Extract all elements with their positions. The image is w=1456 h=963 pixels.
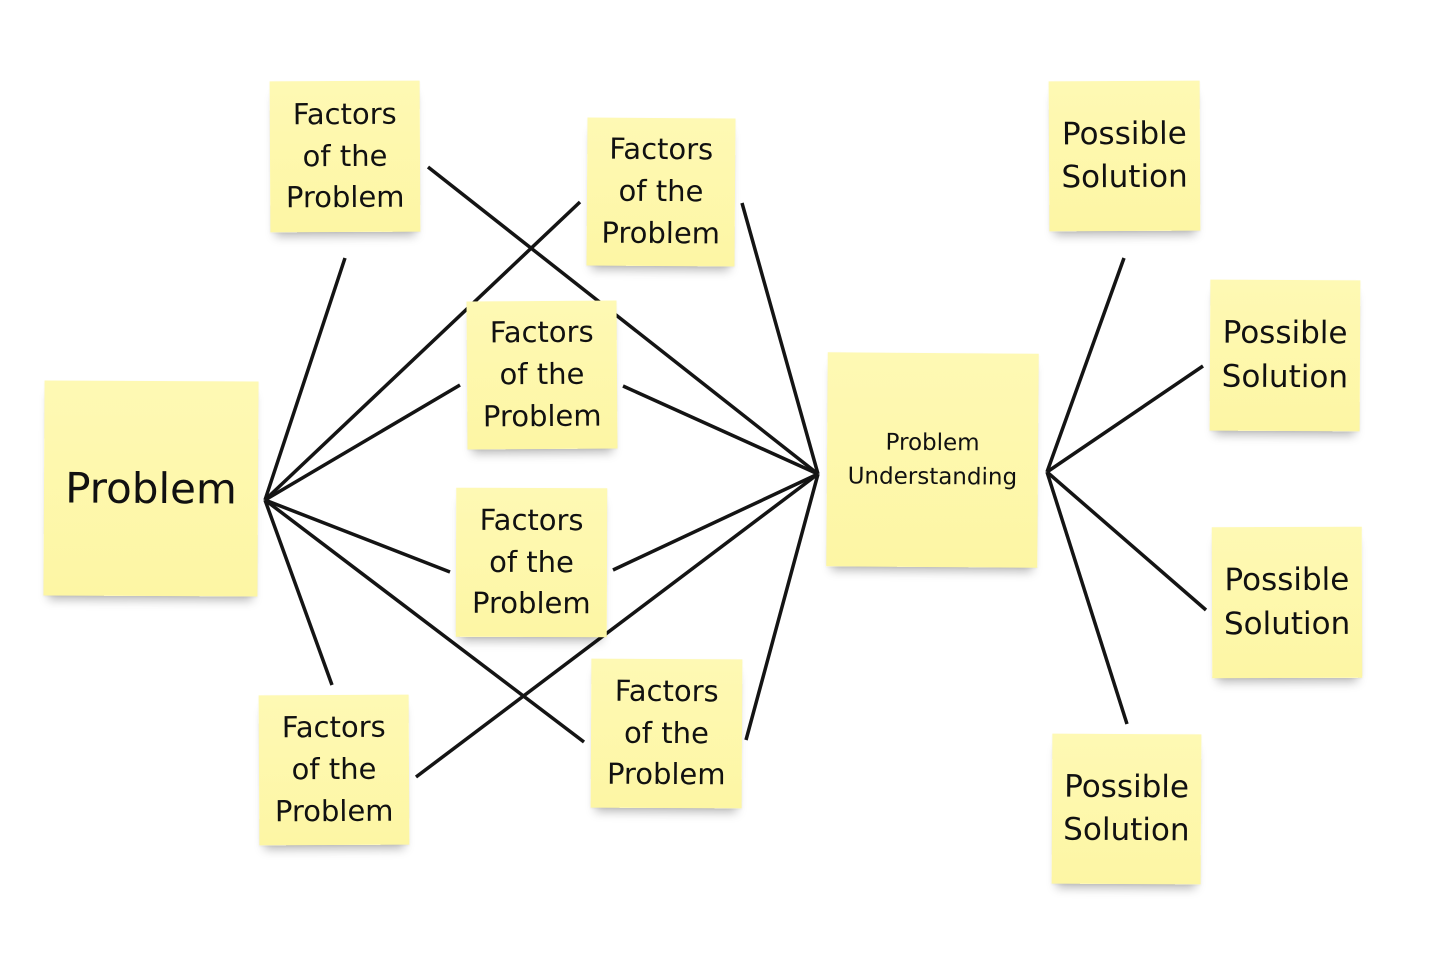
factor-note-bottom-left[interactable]: Factors of the Problem (258, 694, 410, 846)
factor-note-label: Factors of the Problem (601, 132, 721, 251)
connector-factor-middle-lower-understanding (612, 472, 819, 572)
connector-factor-bottom-right-understanding (744, 473, 820, 741)
solution-note-label: Possible Solution (1061, 115, 1188, 196)
solution-note-2[interactable]: Possible Solution (1209, 279, 1361, 432)
problem-understanding-label: Problem Understanding (847, 429, 1018, 491)
connector-factor-top-middle-understanding (740, 202, 820, 475)
connector-problem-factor-top-left (263, 257, 347, 501)
factor-note-label: Factors of the Problem (606, 673, 726, 792)
connector-understanding-solution-4 (1045, 471, 1129, 725)
solution-note-3[interactable]: Possible Solution (1211, 526, 1363, 679)
factor-note-label: Factors of the Problem (285, 96, 405, 215)
factor-note-top-left[interactable]: Factors of the Problem (269, 80, 421, 233)
solution-note-1[interactable]: Possible Solution (1048, 80, 1201, 232)
connector-factor-middle-upper-understanding (622, 384, 819, 476)
problem-note[interactable]: Problem (43, 380, 259, 597)
factor-note-top-middle[interactable]: Factors of the Problem (586, 117, 736, 267)
connector-problem-factor-middle-lower (264, 498, 451, 574)
connector-problem-factor-top-middle (263, 200, 582, 502)
factor-note-bottom-right[interactable]: Factors of the Problem (590, 658, 743, 809)
connector-problem-factor-bottom-right (263, 498, 586, 744)
solution-note-label: Possible Solution (1223, 561, 1351, 642)
connector-factor-top-left-understanding (426, 165, 820, 476)
connector-problem-factor-middle-upper (264, 383, 461, 502)
connector-problem-factor-bottom-left (263, 499, 334, 686)
problem-note-label: Problem (65, 463, 237, 514)
problem-understanding-note[interactable]: Problem Understanding (826, 352, 1039, 568)
factor-note-label: Factors of the Problem (274, 710, 394, 829)
connector-factor-bottom-left-understanding (414, 472, 820, 779)
connector-understanding-solution-3 (1045, 470, 1208, 612)
solution-note-label: Possible Solution (1221, 314, 1349, 395)
factor-note-middle-upper[interactable]: Factors of the Problem (466, 300, 618, 450)
solution-note-label: Possible Solution (1063, 768, 1190, 849)
factor-note-label: Factors of the Problem (472, 502, 591, 621)
solution-note-4[interactable]: Possible Solution (1051, 733, 1202, 885)
connector-understanding-solution-1 (1045, 257, 1126, 473)
connector-understanding-solution-2 (1046, 364, 1204, 474)
factor-note-label: Factors of the Problem (482, 315, 602, 434)
factor-note-middle-lower[interactable]: Factors of the Problem (455, 487, 608, 638)
